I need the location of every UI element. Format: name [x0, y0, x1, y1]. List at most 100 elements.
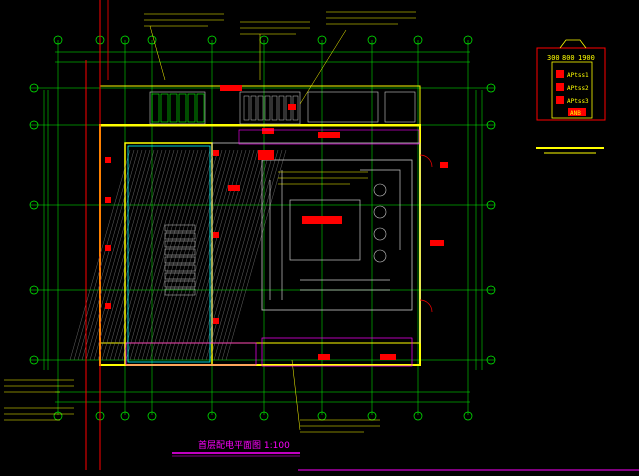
axis-bubble: [463, 35, 473, 45]
cabinet: [178, 93, 187, 123]
leader-note: [278, 171, 368, 185]
rack: [164, 224, 196, 232]
axis-bubble: [29, 355, 39, 365]
axis-bubble: [367, 35, 377, 45]
equipment-tag: [213, 318, 219, 324]
leader-note: [240, 21, 310, 35]
hatch-line: [129, 149, 191, 361]
main-room-wall: [211, 142, 421, 344]
pipe-run: [269, 169, 401, 300]
hatch-line: [217, 149, 279, 361]
leader-note: [4, 379, 74, 393]
equipment-block: [149, 91, 206, 125]
cabinet: [278, 95, 285, 121]
door-swing: [419, 154, 433, 168]
equipment-block: [384, 91, 416, 123]
hatch-line: [133, 149, 195, 361]
rack: [164, 248, 196, 256]
panel-dim-300: 300: [547, 54, 560, 62]
axis-bubble: [486, 200, 496, 210]
zone-outline: [125, 342, 257, 366]
hatch-line: [169, 149, 231, 361]
hatch-line: [173, 149, 235, 361]
equipment-tag: [430, 240, 444, 246]
equipment-tag: [262, 128, 274, 134]
axis-bubble: [29, 120, 39, 130]
rack: [164, 264, 196, 272]
zone-outline: [238, 129, 420, 145]
annotation-layer: [4, 0, 433, 470]
panel-detail: 300 800 1900 APtss1 APtss2 APtss3 ANB: [536, 39, 606, 154]
hatch-line: [225, 149, 287, 361]
equipment-layer: [69, 85, 448, 363]
pump: [373, 183, 387, 197]
cabinet: [151, 93, 160, 123]
cabinet: [196, 93, 205, 123]
hatch-line: [113, 149, 175, 361]
hatch-line: [109, 149, 171, 361]
hatch-line: [189, 149, 251, 361]
axis-bubble: [207, 35, 217, 45]
panel-frame: [536, 47, 606, 121]
equipment-tag: [258, 150, 274, 160]
caption-text: 首层配电平面图 1:100: [198, 439, 290, 451]
equipment-tag: [288, 104, 296, 110]
equipment-tag: [220, 85, 242, 91]
cabinet: [243, 95, 250, 121]
hatch-line: [93, 149, 155, 361]
rack: [164, 288, 196, 296]
cabinet: [169, 93, 178, 123]
pump: [373, 249, 387, 263]
panel-tag-text: ANB: [570, 110, 581, 117]
panel-item-marker: [556, 96, 564, 104]
leader-note: [300, 419, 380, 433]
equipment-tag: [105, 157, 111, 163]
hatch-line: [105, 149, 167, 361]
cabinet: [160, 93, 169, 123]
axis-bubble: [147, 411, 157, 421]
cabinet: [187, 93, 196, 123]
axis-bubble: [486, 83, 496, 93]
equipment-tag: [105, 303, 111, 309]
equipment-tag: [318, 354, 330, 360]
rack: [164, 256, 196, 264]
hatch-line: [165, 149, 227, 361]
panel-item-list: APtss1 APtss2 APtss3: [556, 70, 589, 105]
axis-bubble: [317, 35, 327, 45]
axis-bubble: [463, 411, 473, 421]
pump: [373, 227, 387, 241]
leader-note: [4, 407, 74, 421]
leader-pointer: [149, 25, 166, 81]
zone-outline: [261, 337, 413, 367]
drawing-caption: 首层配电平面图 1:100: [172, 439, 300, 457]
axis-bubble: [120, 35, 130, 45]
hatch-line: [221, 149, 283, 361]
rack: [164, 272, 196, 280]
axis-bubble: [413, 35, 423, 45]
rack: [164, 232, 196, 240]
axis-bubble: [207, 411, 217, 421]
panel-top: [559, 39, 587, 49]
hatch-line: [101, 149, 163, 361]
hatch-line: [193, 149, 255, 361]
axis-bubble: [29, 200, 39, 210]
axis-bubble: [486, 355, 496, 365]
axis-bubble: [120, 411, 130, 421]
leader-pointer: [299, 29, 347, 105]
leader-pointer: [291, 359, 301, 431]
panel-tag: [568, 108, 586, 116]
rack: [164, 240, 196, 248]
equipment-tag: [213, 150, 219, 156]
leader-note: [326, 11, 416, 25]
cabinet: [264, 95, 271, 121]
panel-item-label: APtss1: [567, 72, 589, 79]
panel-item-label: APtss3: [567, 98, 589, 105]
cabinet: [271, 95, 278, 121]
hatch-line: [121, 149, 183, 361]
axis-bubble: [29, 285, 39, 295]
equipment-tag: [105, 245, 111, 251]
leader-note: [144, 13, 224, 27]
equipment-tag: [105, 197, 111, 203]
hatch-line: [125, 149, 187, 361]
